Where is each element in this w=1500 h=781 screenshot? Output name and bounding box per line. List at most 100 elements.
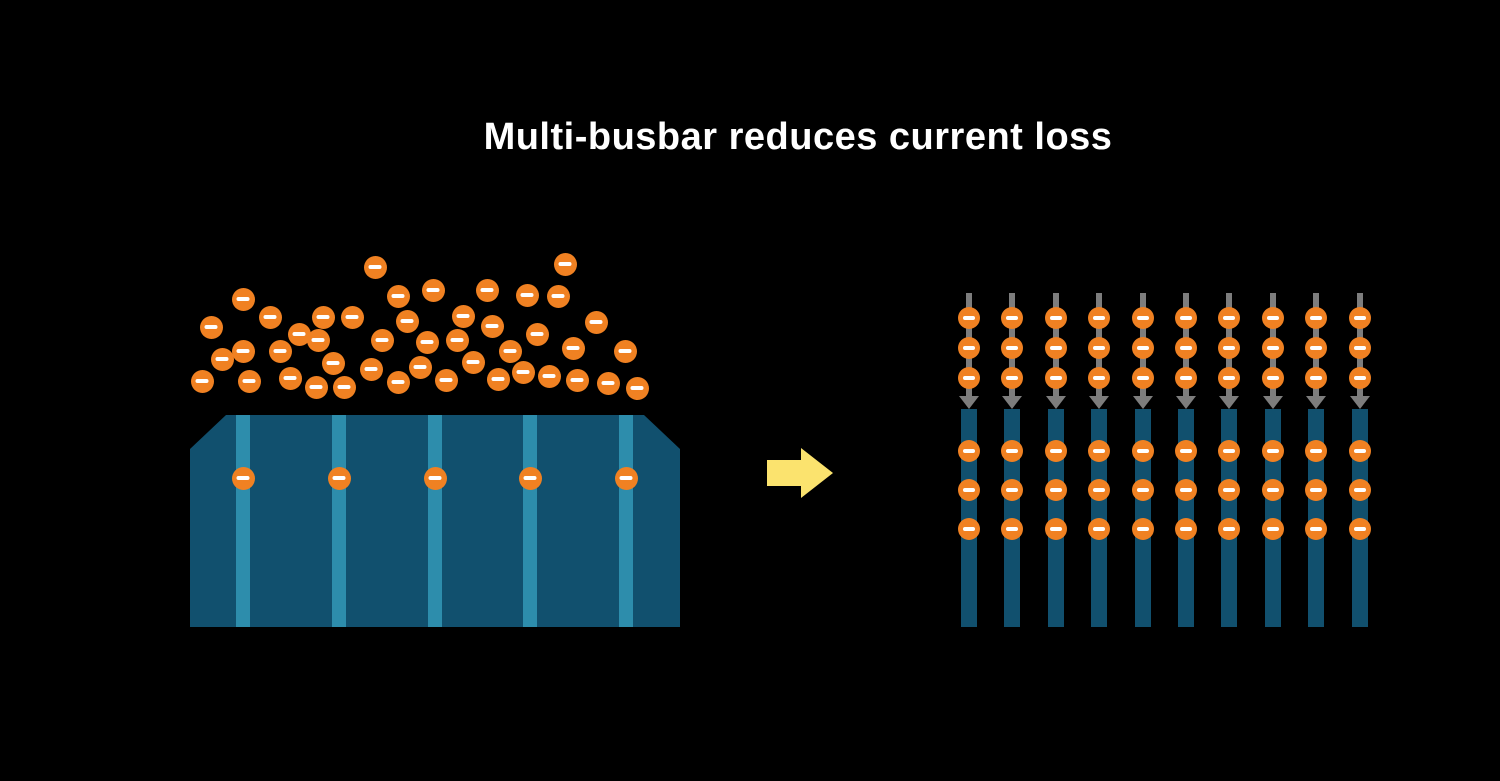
electron-icon	[451, 304, 475, 328]
minus-sign	[516, 370, 530, 374]
minus-sign	[311, 338, 325, 342]
minus-sign	[1310, 527, 1323, 531]
electron-icon	[1175, 307, 1197, 329]
electron-icon	[1088, 440, 1111, 462]
electron-icon	[561, 336, 585, 360]
electron-icon	[475, 278, 499, 302]
electron-icon	[1131, 337, 1154, 359]
down-arrow-icon	[1226, 293, 1233, 396]
busbar	[428, 415, 442, 627]
electron-icon	[1044, 518, 1067, 540]
electron-icon	[1348, 518, 1371, 540]
minus-sign	[1353, 316, 1366, 320]
minus-sign	[1353, 376, 1366, 380]
electron-icon	[423, 466, 447, 490]
minus-sign	[1310, 376, 1323, 380]
electron-icon	[415, 330, 439, 354]
minus-sign	[485, 324, 499, 328]
minus-sign	[375, 338, 389, 342]
electron-icon	[1088, 518, 1111, 540]
electron-icon	[386, 370, 410, 394]
electron-icon	[958, 479, 980, 501]
electron-icon	[1088, 337, 1111, 359]
minus-sign	[1266, 346, 1279, 350]
minus-sign	[1136, 527, 1149, 531]
minus-sign	[1006, 346, 1019, 350]
busbar	[961, 409, 977, 627]
electron-icon	[359, 357, 383, 381]
minus-sign	[1180, 449, 1192, 453]
minus-sign	[1353, 449, 1366, 453]
minus-sign	[1049, 376, 1062, 380]
electron-icon	[486, 367, 510, 391]
electron-icon	[1175, 440, 1197, 462]
electron-icon	[1131, 479, 1154, 501]
minus-sign	[1006, 488, 1019, 492]
electron-icon	[1088, 367, 1111, 389]
minus-sign	[963, 449, 975, 453]
down-arrowhead-icon	[1349, 396, 1370, 409]
busbar	[1308, 409, 1325, 627]
electron-icon	[1131, 307, 1154, 329]
minus-sign	[456, 314, 470, 318]
busbar	[1178, 409, 1194, 627]
minus-sign	[1310, 346, 1323, 350]
minus-sign	[1136, 449, 1149, 453]
electron-icon	[1044, 440, 1067, 462]
diagram-title: Multi-busbar reduces current loss	[483, 116, 1113, 158]
minus-sign	[215, 357, 229, 361]
down-arrow-icon	[1009, 293, 1016, 396]
down-arrow-icon	[966, 293, 972, 396]
down-arrow-icon	[1139, 293, 1146, 396]
electron-icon	[958, 307, 980, 329]
minus-sign	[1310, 488, 1323, 492]
minus-sign	[589, 320, 603, 324]
electron-icon	[231, 466, 255, 490]
minus-sign	[618, 349, 632, 353]
minus-sign	[1093, 488, 1106, 492]
minus-sign	[326, 361, 340, 365]
minus-sign	[273, 349, 287, 353]
minus-sign	[236, 297, 250, 301]
electron-icon	[1218, 440, 1241, 462]
minus-sign	[520, 293, 534, 297]
minus-sign	[1049, 346, 1062, 350]
electron-icon	[304, 375, 328, 399]
electron-icon	[1261, 367, 1284, 389]
electron-icon	[565, 368, 589, 392]
minus-sign	[619, 476, 633, 480]
electron-icon	[1044, 479, 1067, 501]
busbar	[1351, 409, 1368, 627]
busbar	[1091, 409, 1108, 627]
electron-icon	[1305, 307, 1328, 329]
minus-sign	[1180, 527, 1192, 531]
minus-sign	[1093, 449, 1106, 453]
electron-icon	[1088, 307, 1111, 329]
busbar	[619, 415, 633, 627]
down-arrow-icon	[1269, 293, 1276, 396]
minus-sign	[1006, 376, 1019, 380]
electron-icon	[1348, 307, 1371, 329]
minus-sign	[963, 527, 975, 531]
electron-icon	[525, 322, 549, 346]
electron-icon	[1001, 367, 1024, 389]
minus-sign	[1093, 316, 1106, 320]
minus-sign	[491, 377, 505, 381]
minus-sign	[1223, 488, 1236, 492]
electron-icon	[553, 252, 577, 276]
minus-sign	[1266, 376, 1279, 380]
minus-sign	[1310, 316, 1323, 320]
minus-sign	[542, 374, 556, 378]
electron-icon	[1348, 337, 1371, 359]
electron-icon	[1305, 479, 1328, 501]
minus-sign	[413, 365, 427, 369]
electron-icon	[231, 287, 255, 311]
minus-sign	[630, 386, 644, 390]
arrow-head	[801, 448, 833, 498]
electron-icon	[1305, 440, 1328, 462]
electron-icon	[332, 375, 356, 399]
minus-sign	[263, 315, 277, 319]
down-arrowhead-icon	[1089, 396, 1110, 409]
arrow-body	[767, 460, 801, 486]
